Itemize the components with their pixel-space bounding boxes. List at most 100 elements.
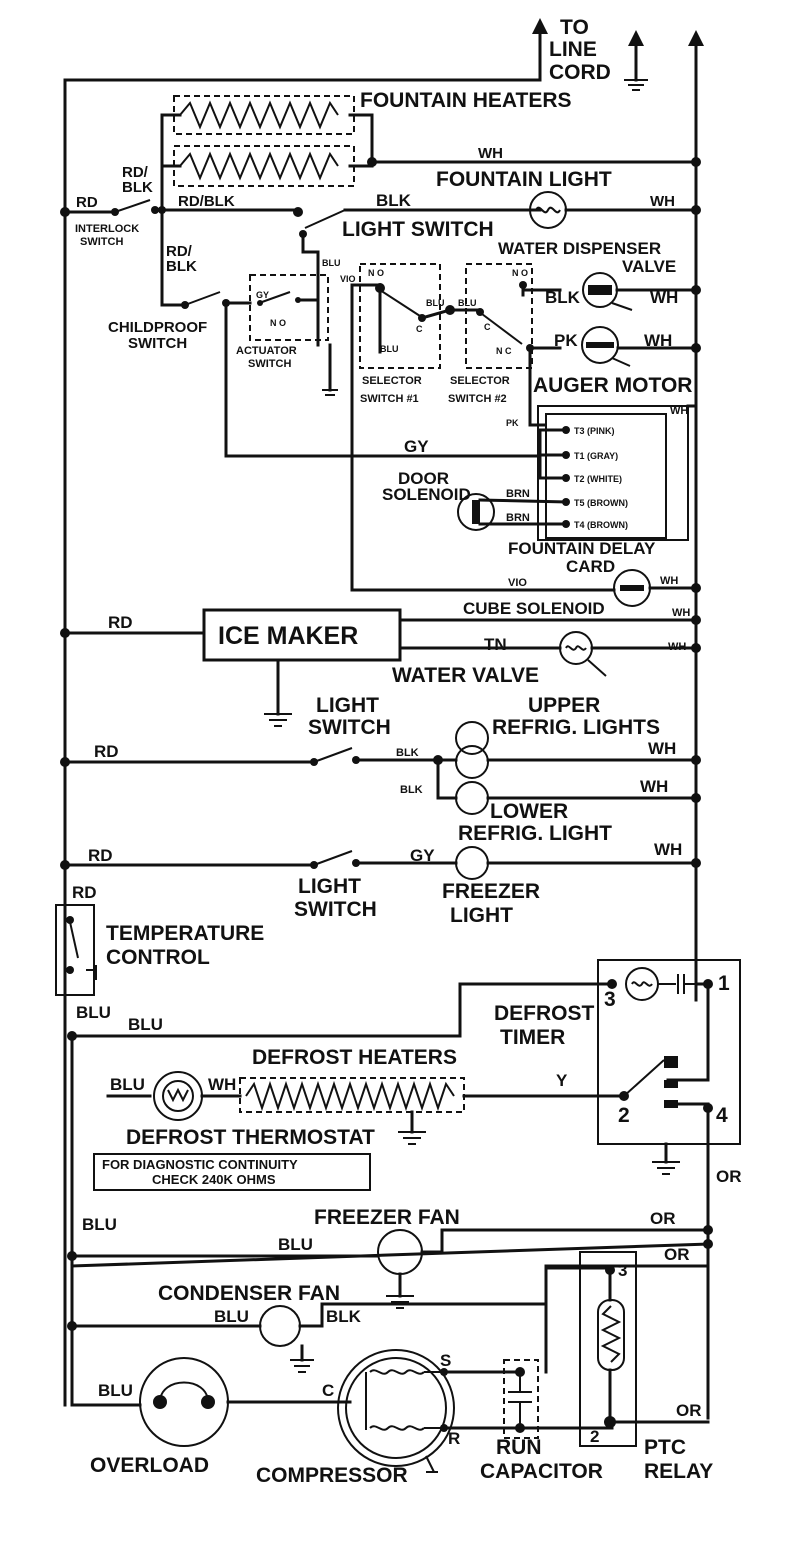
upper-lights-label-1: UPPER xyxy=(528,694,600,717)
ptc-relay-label-2: RELAY xyxy=(644,1460,713,1483)
wire-brn-1: BRN xyxy=(506,488,530,500)
childproof-switch: RD/ BLK CHILDPROOF SWITCH xyxy=(108,243,542,458)
wire-wh-fountain-heaters: WH xyxy=(478,145,503,162)
wire-rd-refrig: RD xyxy=(94,742,119,761)
wire-y: Y xyxy=(556,1071,568,1090)
lower-light-label-1: LOWER xyxy=(490,800,568,823)
freezer-light-label-1: FREEZER xyxy=(442,880,540,903)
freezer-light-label-2: LIGHT xyxy=(450,904,513,927)
wire-blu-selector-1: BLU xyxy=(426,298,445,308)
wire-blu-selector-2: BLU xyxy=(458,298,477,308)
diagnostic-note-line-2: CHECK 240K OHMS xyxy=(152,1172,276,1187)
compressor: S R COMPRESSOR xyxy=(256,1349,522,1487)
run-capacitor: RUN CAPACITOR xyxy=(480,1359,614,1483)
selector-1-contact-c: C xyxy=(416,324,423,334)
wire-or-timer: OR xyxy=(716,1167,742,1186)
selector-2-contact-nc: N C xyxy=(496,346,512,356)
wire-wh-water-valve: WH xyxy=(668,641,686,653)
wire-blk-upper: BLK xyxy=(396,747,419,759)
wire-wh-lower: WH xyxy=(640,777,668,796)
selector-2-contact-no: N O xyxy=(512,268,528,278)
light-switch-fountain: LIGHT SWITCH BLK BLU xyxy=(293,191,542,347)
to-line-cord-label: TO LINE CORD xyxy=(549,16,611,84)
fountain-light-label: FOUNTAIN LIGHT xyxy=(436,168,612,191)
auger-motor-label: AUGER MOTOR xyxy=(533,374,692,397)
wire-vio-lower: VIO xyxy=(508,577,527,589)
light-switch-1-label: LIGHT SWITCH xyxy=(342,218,494,241)
actuator-contact-gy: GY xyxy=(256,290,269,300)
interlock-switch-label-2: SWITCH xyxy=(80,236,123,248)
wire-rd-temp: RD xyxy=(72,883,97,902)
run-capacitor-label-1: RUN xyxy=(496,1436,542,1459)
wire-wh-freezer-light: WH xyxy=(654,840,682,859)
wire-rd-ice-maker: RD xyxy=(108,613,133,632)
childproof-switch-label-1: CHILDPROOF xyxy=(108,319,207,336)
ptc-relay-label-1: PTC xyxy=(644,1436,686,1459)
selector-switch-1: VIO N O C BLU BLU SELECTOR SWITCH #1 xyxy=(340,263,455,592)
wire-wh-upper: WH xyxy=(648,739,676,758)
wire-wh-auger: WH xyxy=(644,331,672,350)
overload: BLU OVERLOAD C xyxy=(70,1357,352,1477)
diagnostic-note-line-1: FOR DIAGNOSTIC CONTINUITY xyxy=(102,1157,298,1172)
wire-wh-vio: WH xyxy=(660,575,678,587)
wire-rd-blk-child-1: RD/ xyxy=(166,243,193,260)
selector-1-contact-no: N O xyxy=(368,268,384,278)
wire-blk-dispenser: BLK xyxy=(545,288,581,307)
wire-rd-interlock: RD xyxy=(76,194,98,211)
selector-2-label-1: SELECTOR xyxy=(450,375,510,387)
timer-terminal-3: 3 xyxy=(604,988,616,1011)
wire-pk-selector-2: PK xyxy=(506,418,519,428)
light-switch-3-label-1: LIGHT xyxy=(298,875,361,898)
wire-rd-freezer-light: RD xyxy=(88,846,113,865)
temperature-control: RD TEMPERATURE CONTROL BLU BLU xyxy=(55,883,264,1041)
timer-terminal-4: 4 xyxy=(716,1104,728,1127)
defrost-timer-label-2: TIMER xyxy=(500,1026,565,1049)
wire-vio-selector-1: VIO xyxy=(340,274,356,284)
compressor-terminal-c: C xyxy=(322,1381,334,1400)
light-switch-2-label-2: SWITCH xyxy=(308,716,391,739)
wire-wh-delay: WH xyxy=(670,405,688,417)
wire-wh-defrost: WH xyxy=(208,1075,236,1094)
relay-terminal-2: 2 xyxy=(590,1427,599,1446)
fountain-delay-card: WH T3 (PINK) T1 (GRAY) T2 (WHITE) T5 (BR… xyxy=(404,404,698,576)
relay-terminal-3: 3 xyxy=(618,1261,627,1280)
actuator-contact-no: N O xyxy=(270,318,286,328)
water-dispenser-label-1: WATER DISPENSER xyxy=(498,239,661,258)
door-solenoid-label-2: SOLENOID xyxy=(382,485,471,504)
timer-terminal-1: 1 xyxy=(718,972,730,995)
defrost-timer-label-1: DEFROST xyxy=(494,1002,595,1025)
actuator-switch: GY N O ACTUATOR SWITCH xyxy=(236,274,338,396)
diagnostic-note: FOR DIAGNOSTIC CONTINUITY CHECK 240K OHM… xyxy=(93,1153,371,1191)
wire-blu-condenser: BLU xyxy=(214,1307,249,1326)
delay-terminal-t2: T2 (WHITE) xyxy=(574,474,622,484)
wire-blu-defrost: BLU xyxy=(110,1075,145,1094)
wire-blu-fan-2: BLU xyxy=(278,1235,313,1254)
to-line-cord-line-1: TO xyxy=(560,16,589,39)
compressor-terminal-r: R xyxy=(448,1429,460,1448)
wire-gy-freezer-light: GY xyxy=(410,846,435,865)
vio-solenoid-row: VIO WH xyxy=(350,569,701,607)
freezer-light-section: RD GY WH LIGHT SWITCH FREEZER LIGHT xyxy=(60,840,701,927)
wire-blu-selector-1b: BLU xyxy=(380,344,399,354)
delay-terminal-t3: T3 (PINK) xyxy=(574,426,615,436)
wire-blu-fan-1: BLU xyxy=(82,1215,117,1234)
delay-terminal-t5: T5 (BROWN) xyxy=(574,498,628,508)
interlock-switch: RD RD/ BLK RD/BLK INTERLOCK SWITCH xyxy=(60,164,302,248)
wire-or-fan: OR xyxy=(650,1209,676,1228)
condenser-fan-label: CONDENSER FAN xyxy=(158,1282,340,1305)
compressor-label: COMPRESSOR xyxy=(256,1464,408,1487)
ice-maker-section: RD ICE MAKER CUBE SOLENOID WH TN WH WATE… xyxy=(60,599,701,727)
door-solenoid: DOOR SOLENOID BRN BRN xyxy=(382,469,568,531)
selector-2-label-2: SWITCH #2 xyxy=(448,393,507,405)
wire-blk-light-switch: BLK xyxy=(376,191,412,210)
wire-blu-overload: BLU xyxy=(98,1381,133,1400)
overload-label: OVERLOAD xyxy=(90,1454,209,1477)
wire-blu-temp-2: BLU xyxy=(128,1015,163,1034)
to-line-cord-line-3: CORD xyxy=(549,61,611,84)
light-switch-3-label-2: SWITCH xyxy=(294,898,377,921)
selector-2-contact-c: C xyxy=(484,322,491,332)
defrost-heaters-label: DEFROST HEATERS xyxy=(252,1046,457,1069)
auger-motor: PK WH AUGER MOTOR xyxy=(533,326,701,397)
water-valve-label: WATER VALVE xyxy=(392,664,539,687)
